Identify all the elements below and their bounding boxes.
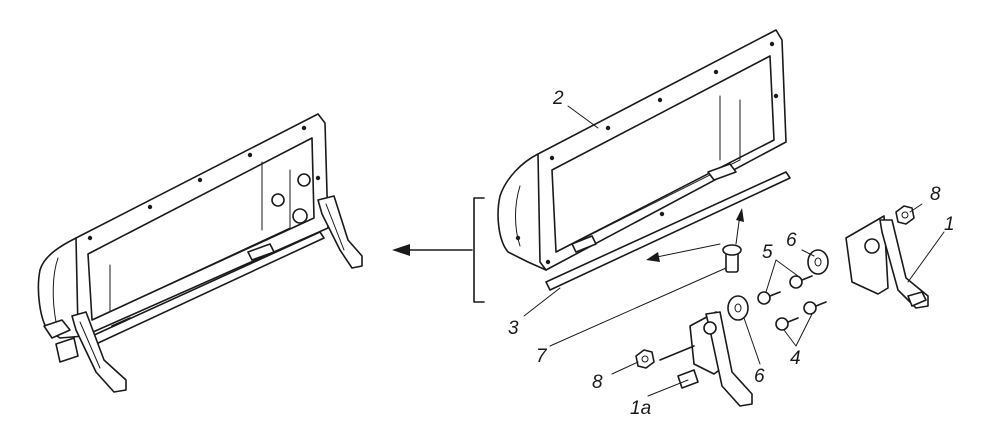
pin-part-7 bbox=[722, 244, 742, 273]
insertion-arrows bbox=[646, 208, 744, 262]
hinge-part-1 bbox=[845, 215, 929, 309]
callout-8-top: 8 bbox=[930, 184, 941, 205]
callout-5: 5 bbox=[762, 242, 773, 263]
callout-7: 7 bbox=[536, 346, 548, 367]
leader-lines bbox=[523, 105, 945, 397]
body-front-flange bbox=[537, 29, 787, 271]
washers-part-6 bbox=[727, 249, 829, 321]
assembly-arrow bbox=[392, 244, 473, 256]
hinge-part-1a bbox=[659, 311, 753, 407]
bottom-rail-part-3 bbox=[545, 171, 791, 291]
assembled-glove-box bbox=[37, 113, 363, 393]
nut-part-8-bottom bbox=[635, 349, 655, 369]
assembled-flange-opening bbox=[87, 137, 315, 321]
callout-labels: 2 3 7 5 6 8 1 4 6 8 1a bbox=[508, 88, 955, 419]
body-rear bbox=[497, 153, 547, 271]
callout-2: 2 bbox=[552, 88, 564, 109]
grouping-bracket bbox=[473, 197, 485, 303]
body-flange-opening bbox=[551, 55, 775, 253]
callout-6-bottom: 6 bbox=[754, 366, 765, 387]
callout-6-top: 6 bbox=[786, 230, 797, 251]
callout-1a: 1a bbox=[630, 398, 651, 419]
assembled-left-hinge bbox=[71, 311, 127, 393]
assembled-right-hinge bbox=[317, 195, 363, 269]
glove-box-body bbox=[497, 29, 787, 271]
callout-1: 1 bbox=[944, 214, 955, 235]
callout-8-bottom: 8 bbox=[592, 372, 603, 393]
callout-3: 3 bbox=[508, 318, 519, 339]
screws-part-4 bbox=[775, 301, 827, 331]
callout-4: 4 bbox=[790, 348, 801, 369]
screws-part-5 bbox=[757, 275, 813, 305]
nut-part-8-top bbox=[895, 205, 915, 225]
